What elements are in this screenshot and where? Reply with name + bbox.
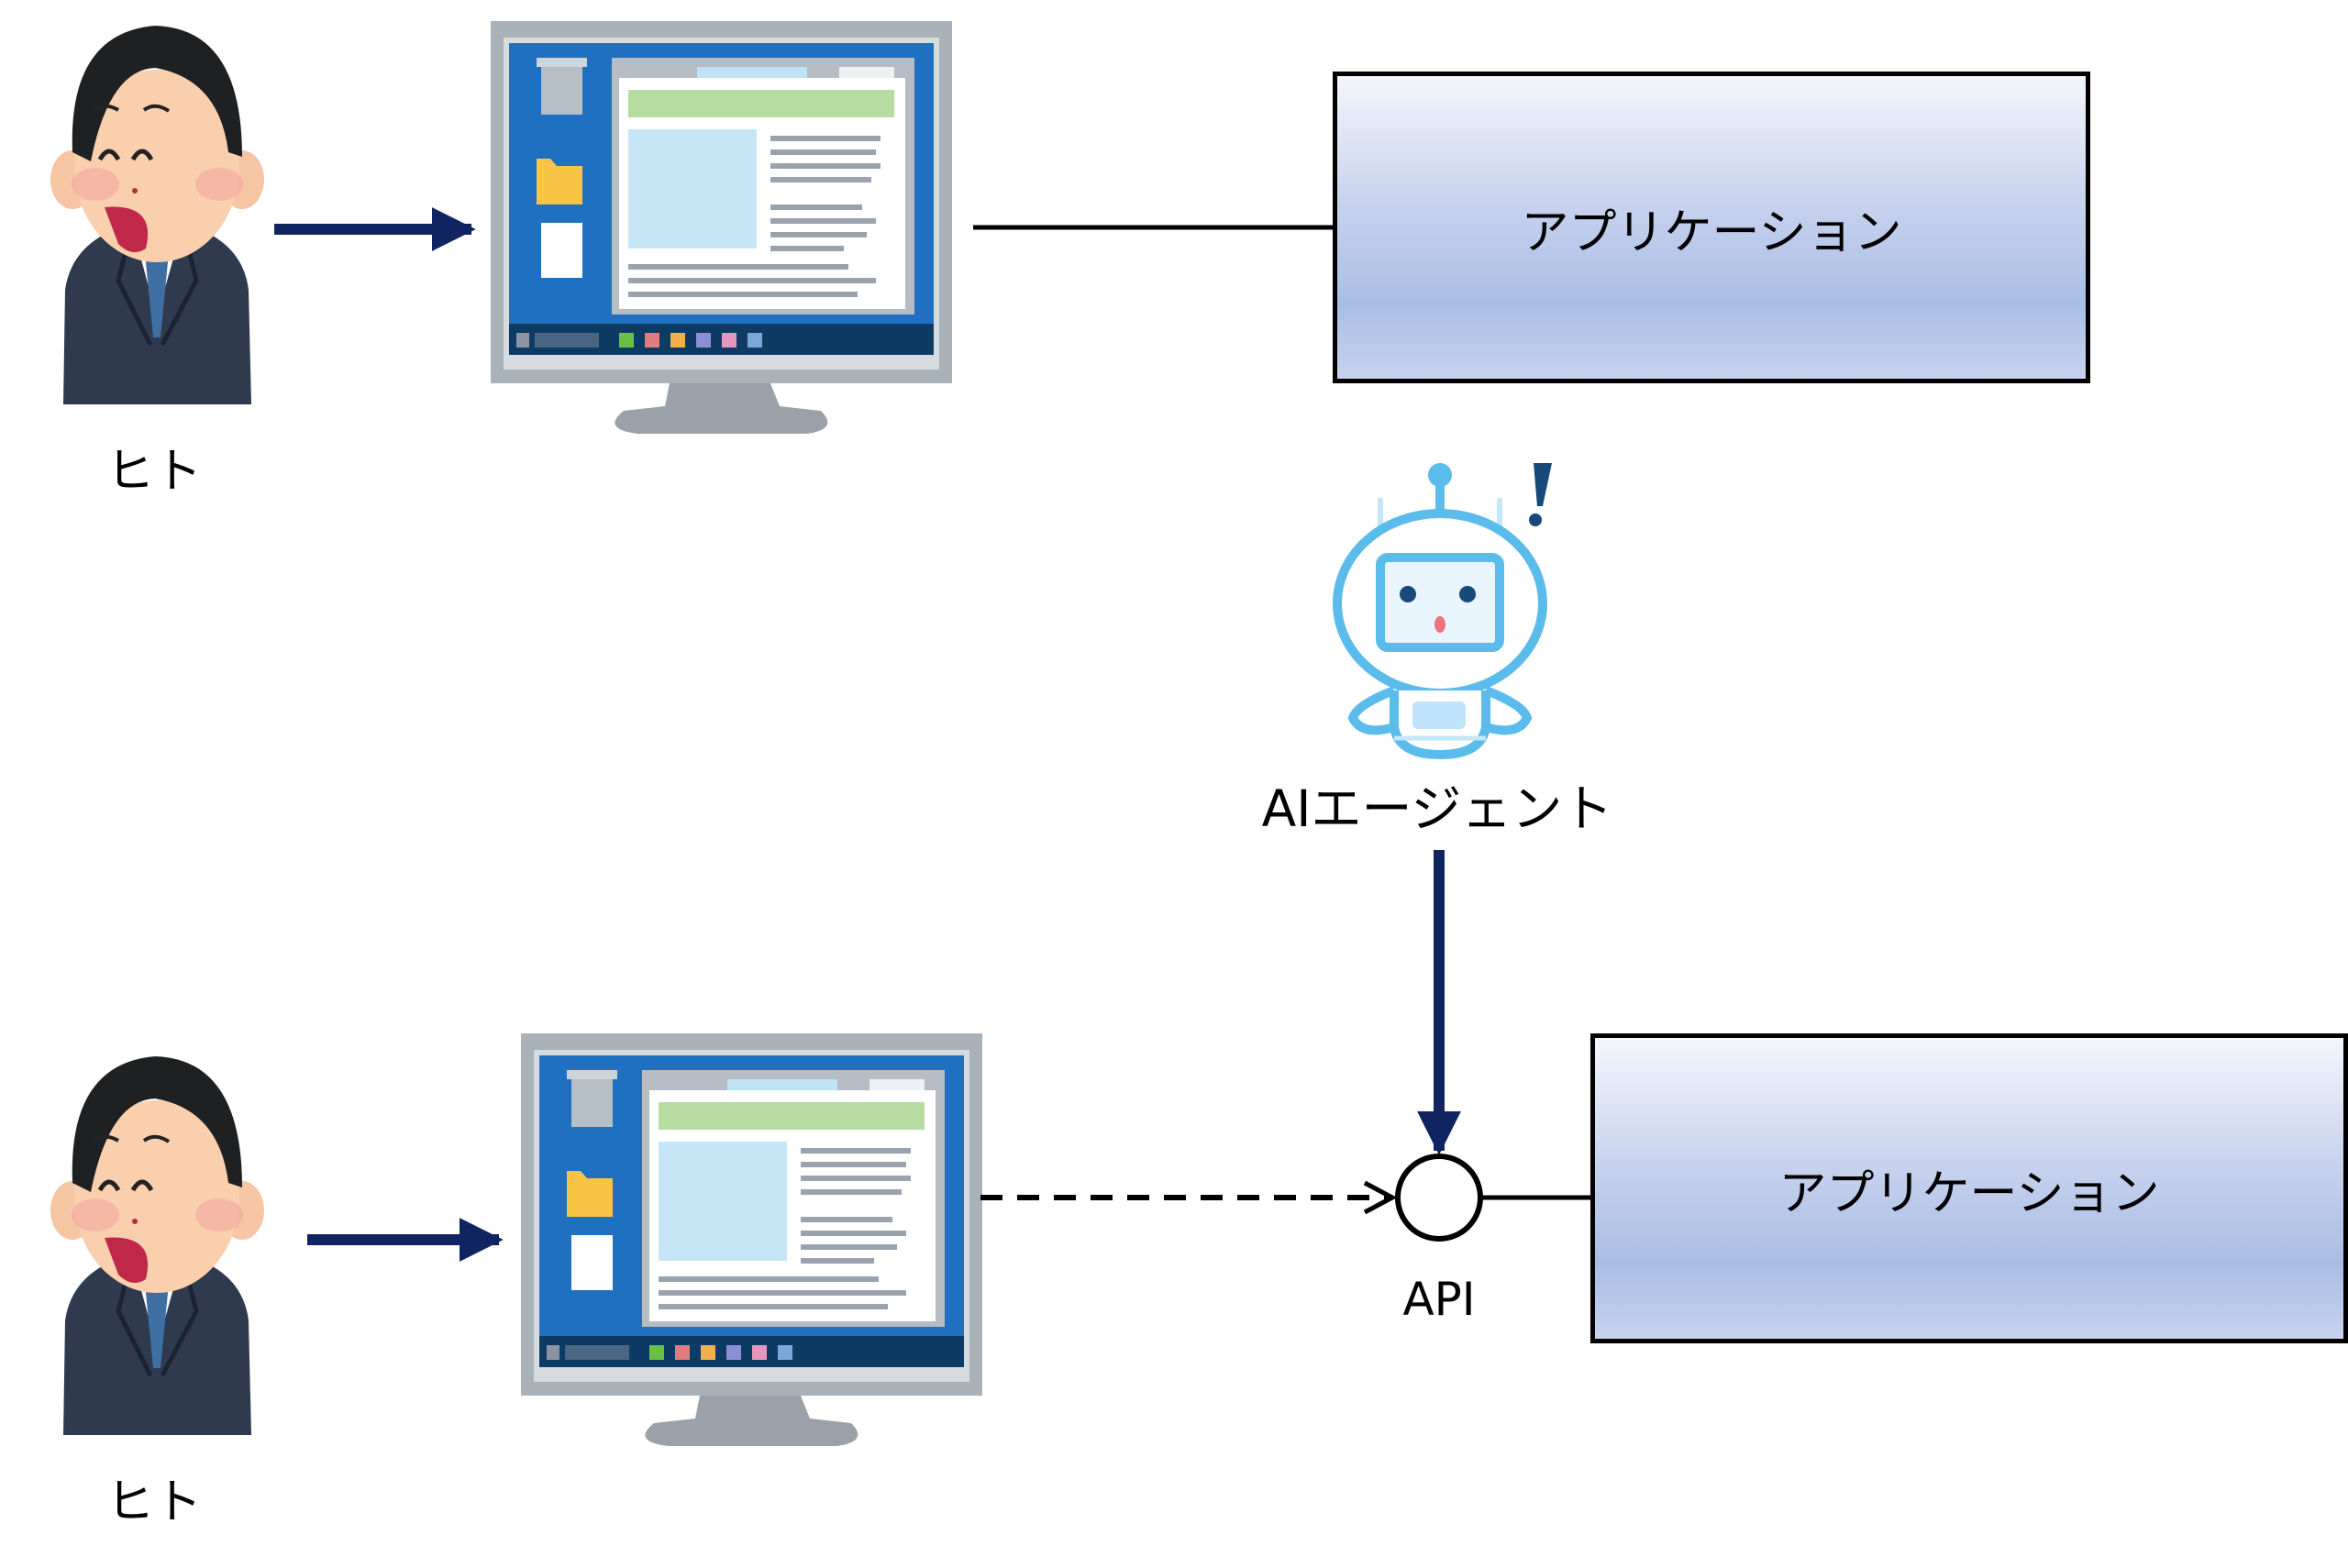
person-illustration [50,26,264,404]
monitor-illustration [521,1033,982,1446]
application-label: アプリケーション [1521,204,1902,260]
application-box: アプリケーション [1590,1033,2348,1343]
api-label: API [1402,1273,1476,1326]
ai-agent-label: AIエージェント [1261,779,1613,838]
person-label: ヒト [105,444,203,500]
exclamation-icon [1529,463,1552,526]
api-interface-circle [1395,1154,1483,1242]
person-illustration [50,1056,264,1435]
application-label: アプリケーション [1778,1165,2160,1221]
open-arrowhead-icon [1363,1180,1398,1215]
monitor-illustration [491,21,952,434]
robot-illustration [1333,463,1547,760]
application-box: アプリケーション [1333,72,2090,383]
person-label: ヒト [105,1474,203,1530]
